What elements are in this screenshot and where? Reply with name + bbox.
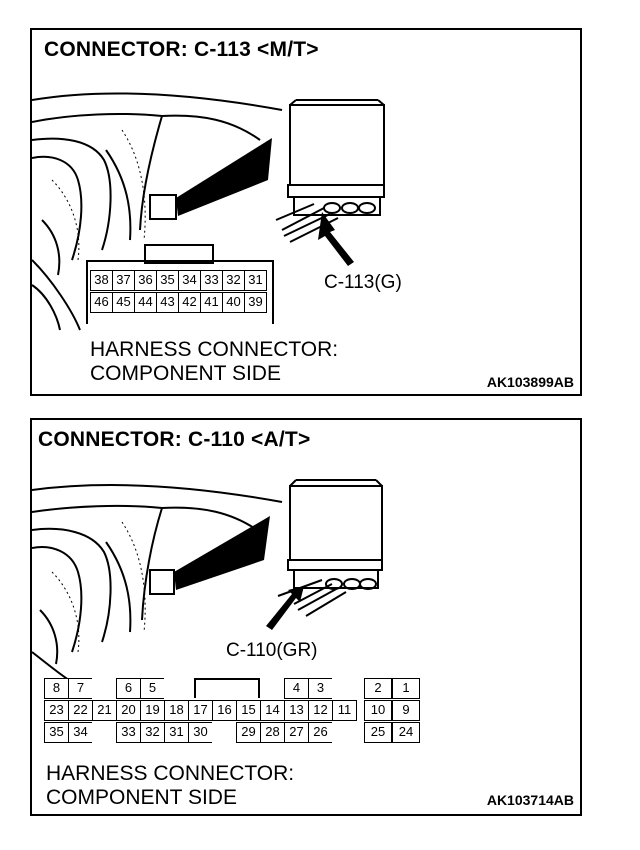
pin-cell: 7 bbox=[68, 678, 93, 699]
pin-cell: 31 bbox=[244, 270, 267, 291]
pin-cell: 23 bbox=[44, 700, 69, 721]
pin-cell bbox=[92, 722, 117, 743]
pin-cell: 38 bbox=[90, 270, 113, 291]
pin-cell: 26 bbox=[308, 722, 333, 743]
pin-cell bbox=[212, 722, 237, 743]
connector-key-slot bbox=[194, 678, 260, 698]
harness-label: HARNESS CONNECTOR: COMPONENT SIDE bbox=[90, 338, 338, 386]
pin-cell: 28 bbox=[260, 722, 285, 743]
pin-cell bbox=[92, 678, 117, 699]
pin-cell: 3 bbox=[308, 678, 333, 699]
pin-cell: 41 bbox=[200, 292, 223, 313]
pin-cell: 14 bbox=[260, 700, 285, 721]
pin-cell: 40 bbox=[222, 292, 245, 313]
pin-cell: 31 bbox=[164, 722, 189, 743]
pin-cell: 1 bbox=[392, 678, 420, 699]
pin-cell: 9 bbox=[392, 700, 420, 721]
pin-cell: 13 bbox=[284, 700, 309, 721]
pin-cell: 33 bbox=[116, 722, 141, 743]
pin-cell bbox=[164, 678, 189, 699]
harness-label-line1: HARNESS CONNECTOR: bbox=[46, 762, 295, 785]
pin-cell: 27 bbox=[284, 722, 309, 743]
harness-label-line2: COMPONENT SIDE bbox=[90, 362, 281, 385]
pin-cell bbox=[332, 722, 357, 743]
pin-cell: 25 bbox=[364, 722, 392, 743]
pin-cell: 4 bbox=[284, 678, 309, 699]
pin-cell: 8 bbox=[44, 678, 69, 699]
harness-label-line1: HARNESS CONNECTOR: bbox=[90, 338, 339, 361]
pin-cell: 17 bbox=[188, 700, 213, 721]
pin-cell: 16 bbox=[212, 700, 237, 721]
pin-cell: 32 bbox=[140, 722, 165, 743]
pin-cell: 12 bbox=[308, 700, 333, 721]
pin-cell: 46 bbox=[90, 292, 113, 313]
connector-callout-label: C-113(G) bbox=[324, 272, 402, 293]
pin-cell: 45 bbox=[112, 292, 135, 313]
pin-cell: 20 bbox=[116, 700, 141, 721]
panel-title: CONNECTOR: C-110 <A/T> bbox=[38, 428, 311, 451]
figure-code: AK103714AB bbox=[486, 792, 574, 808]
pin-cell: 11 bbox=[332, 700, 357, 721]
pin-cell: 10 bbox=[364, 700, 392, 721]
pin-cell: 37 bbox=[112, 270, 135, 291]
pin-cell: 34 bbox=[68, 722, 93, 743]
pin-cell: 5 bbox=[140, 678, 165, 699]
pin-cell: 21 bbox=[92, 700, 117, 721]
pin-cell: 39 bbox=[244, 292, 267, 313]
pin-cell: 33 bbox=[200, 270, 223, 291]
pin-cell bbox=[236, 678, 261, 699]
pin-cell bbox=[332, 678, 357, 699]
connector-housing bbox=[144, 244, 214, 264]
panel-title: CONNECTOR: C-113 <M/T> bbox=[44, 38, 319, 61]
pin-cell: 18 bbox=[164, 700, 189, 721]
pin-cell: 15 bbox=[236, 700, 261, 721]
pin-cell: 29 bbox=[236, 722, 261, 743]
pin-cell: 35 bbox=[156, 270, 179, 291]
pin-cell: 19 bbox=[140, 700, 165, 721]
pin-cell: 2 bbox=[364, 678, 392, 699]
pin-cell: 6 bbox=[116, 678, 141, 699]
pin-cell: 35 bbox=[44, 722, 69, 743]
harness-label: HARNESS CONNECTOR: COMPONENT SIDE bbox=[46, 762, 294, 810]
pin-cell: 32 bbox=[222, 270, 245, 291]
pin-cell: 36 bbox=[134, 270, 157, 291]
pin-cell: 24 bbox=[392, 722, 420, 743]
dashboard-illustration bbox=[32, 92, 385, 331]
figure-code: AK103899AB bbox=[486, 374, 574, 390]
harness-label-line2: COMPONENT SIDE bbox=[46, 786, 237, 809]
pin-cell: 42 bbox=[178, 292, 201, 313]
connector-housing-outline bbox=[86, 260, 274, 324]
pin-cell: 44 bbox=[134, 292, 157, 313]
connector-panel-c110: CONNECTOR: C-110 <A/T> bbox=[30, 418, 582, 816]
pin-cell: 30 bbox=[188, 722, 213, 743]
pin-cell: 34 bbox=[178, 270, 201, 291]
pin-cell: 43 bbox=[156, 292, 179, 313]
connector-callout-label: C-110(GR) bbox=[226, 640, 318, 661]
pin-cell: 22 bbox=[68, 700, 93, 721]
pin-cell bbox=[212, 678, 237, 699]
pin-cell bbox=[260, 678, 285, 699]
connector-panel-c113: CONNECTOR: C-113 <M/T> bbox=[30, 28, 582, 396]
dashboard-illustration bbox=[32, 479, 383, 683]
